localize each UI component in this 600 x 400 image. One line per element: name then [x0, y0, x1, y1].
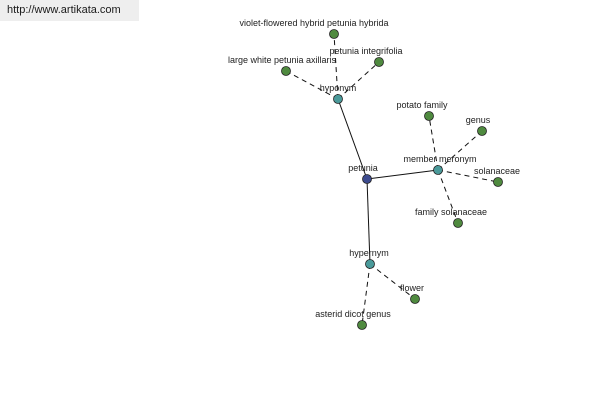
node-label-hypernym: hypernym [349, 248, 389, 258]
node-label-asterid-dicot-genus: asterid dicot genus [315, 309, 391, 319]
node-potato-family[interactable] [424, 111, 434, 121]
node-petunia-integrifolia[interactable] [374, 57, 384, 67]
node-label-flower: flower [400, 283, 424, 293]
labels-layer: petunia hyponym member meronym hypernym viol… [228, 18, 520, 319]
node-label-family-solanaceae: family solanaceae [415, 207, 487, 217]
node-asterid-dicot-genus[interactable] [357, 320, 367, 330]
edge-hyponym-to-violet-flowered [333, 33, 339, 100]
node-genus[interactable] [477, 126, 487, 136]
node-label-large-white: large white petunia axillaris [228, 55, 337, 65]
edge-hypernym-to-flower [369, 263, 416, 300]
edge-petunia-to-hyponym [337, 98, 368, 180]
edges-layer [285, 33, 499, 326]
edge-hyponym-to-petunia-integrifolia [337, 61, 380, 100]
edge-member-meronym-to-solanaceae [437, 169, 499, 183]
edge-member-meronym-to-genus [437, 130, 483, 171]
node-violet-flowered[interactable] [329, 29, 339, 39]
node-label-hyponym: hyponym [320, 83, 357, 93]
node-large-white[interactable] [281, 66, 291, 76]
edge-hypernym-to-asterid-dicot-genus [361, 263, 371, 326]
source-link[interactable]: http://www.artikata.com [0, 0, 139, 21]
edge-petunia-to-member-meronym [366, 169, 439, 180]
node-solanaceae[interactable] [493, 177, 503, 187]
node-hypernym[interactable] [365, 259, 375, 269]
edge-petunia-to-hypernym [366, 178, 371, 265]
node-hyponym[interactable] [333, 94, 343, 104]
node-label-petunia: petunia [348, 163, 378, 173]
edge-member-meronym-to-family-solanaceae [437, 169, 459, 224]
edge-member-meronym-to-potato-family [428, 115, 439, 171]
nodes-layer [281, 29, 503, 330]
node-label-potato-family: potato family [396, 100, 448, 110]
node-label-violet-flowered: violet-flowered hybrid petunia hybrida [239, 18, 388, 28]
node-family-solanaceae[interactable] [453, 218, 463, 228]
node-member-meronym[interactable] [433, 165, 443, 175]
node-petunia[interactable] [362, 174, 372, 184]
edge-hyponym-to-large-white [285, 70, 339, 100]
node-label-solanaceae: solanaceae [474, 166, 520, 176]
node-flower[interactable] [410, 294, 420, 304]
node-label-member-meronym: member meronym [403, 154, 476, 164]
node-label-petunia-integrifolia: petunia integrifolia [329, 46, 402, 56]
node-label-genus: genus [466, 115, 491, 125]
